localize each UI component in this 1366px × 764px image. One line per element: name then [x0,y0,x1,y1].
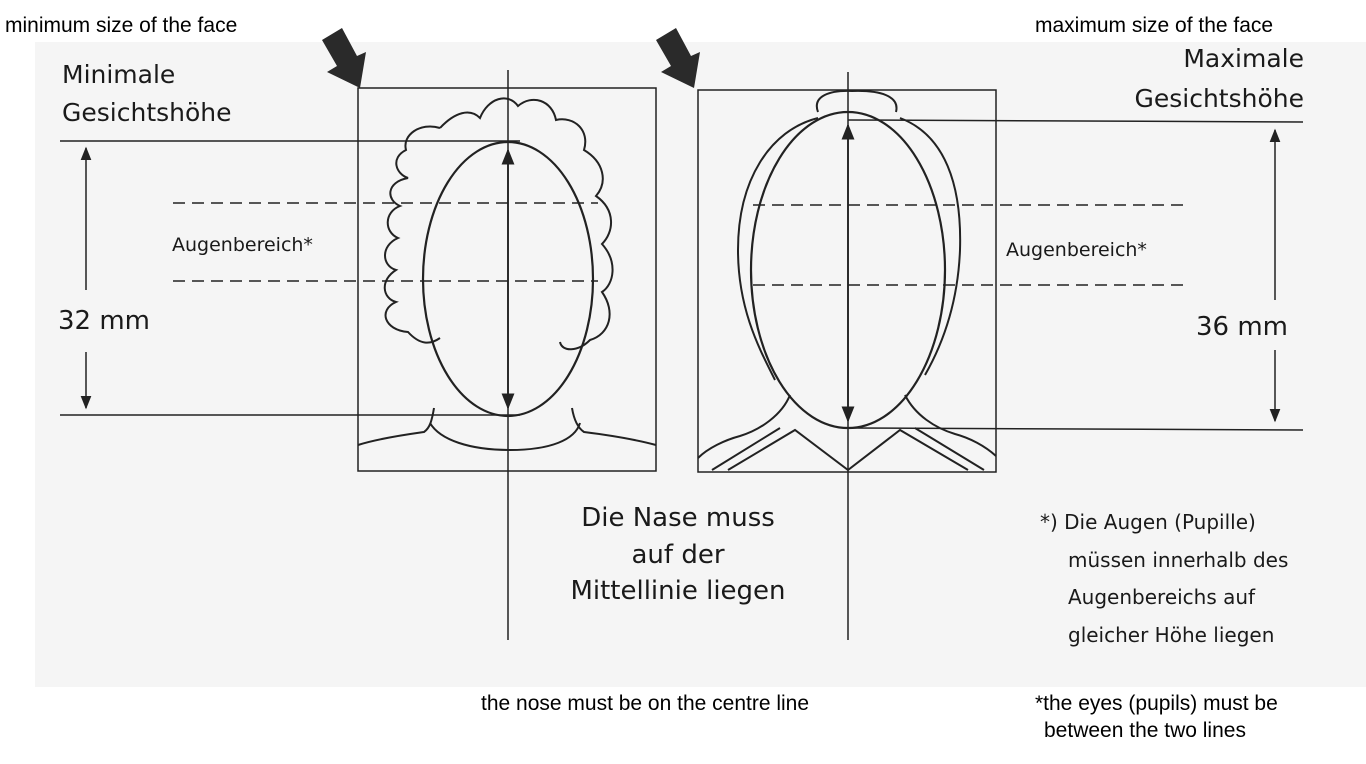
caption-eyes-line2: between the two lines [1044,719,1246,742]
max-bottom-line [847,427,1304,431]
photo-frame-min [357,87,657,472]
nose-text-line1: Die Nase muss [581,503,775,533]
nose-text-line3: Mittellinie liegen [570,576,786,606]
note-line4: gleicher Höhe liegen [1068,623,1275,647]
max-label-line2: Gesichtshöhe [1134,84,1304,113]
pointer-arrow-left [322,28,366,88]
curly-hair-outline [383,97,614,351]
min-label-line1: Minimale [62,60,176,89]
eye-zone-label-left: Augenbereich* [172,234,313,256]
caption-min-face: minimum size of the face [5,14,238,37]
caption-nose: the nose must be on the centre line [481,692,810,715]
note-line2: müssen innerhalb des [1068,548,1289,572]
note-line1: *) Die Augen (Pupille) [1040,510,1256,534]
min-height-value: 32 mm [58,306,151,336]
scanned-diagram-background [35,42,1366,687]
hair-outline-max [815,89,898,113]
hair-sides-max [736,117,962,381]
max-height-value: 36 mm [1196,312,1289,342]
max-top-line [847,119,1304,123]
caption-eyes-line1: *the eyes (pupils) must be [1035,692,1278,715]
caption-max-face: maximum size of the face [1035,14,1274,37]
nose-text-line2: auf der [631,540,725,570]
photo-frame-max [697,89,997,473]
note-line3: Augenbereichs auf [1068,585,1256,609]
max-label-line1: Maximale [1183,44,1304,73]
neck-shoulders-min [357,407,657,452]
min-label-line2: Gesichtshöhe [62,98,232,127]
pointer-arrow-right [656,28,700,88]
eye-zone-label-right: Augenbereich* [1006,239,1147,261]
neck-shoulders-max [697,394,997,472]
